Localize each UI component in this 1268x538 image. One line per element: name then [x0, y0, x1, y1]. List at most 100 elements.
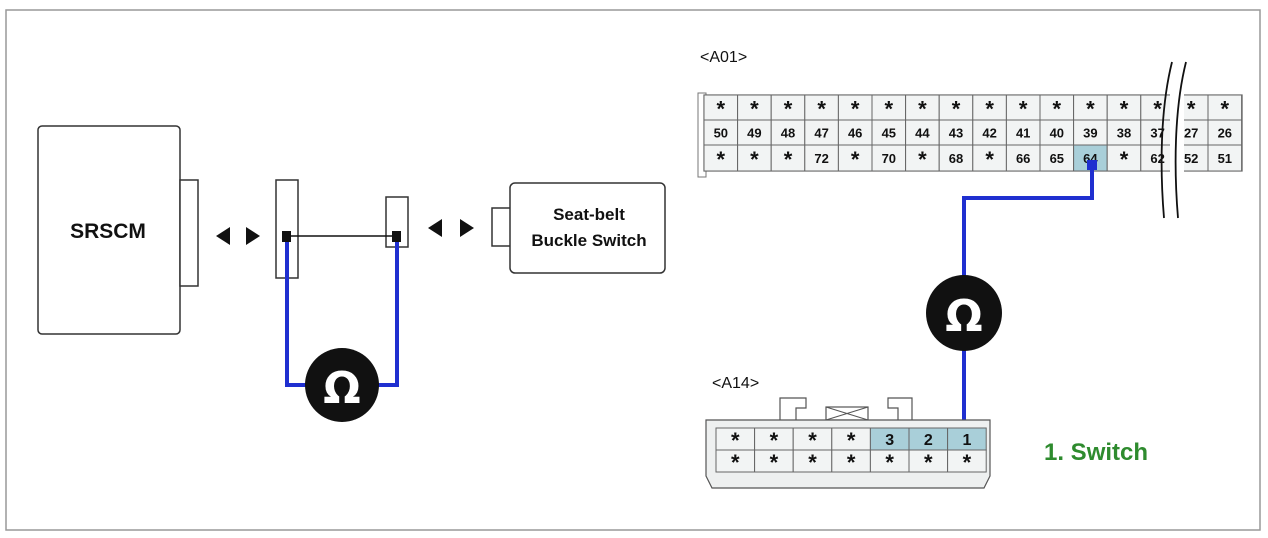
a01-pin-unused: * — [918, 97, 927, 122]
a01-pin-unused: * — [918, 147, 927, 172]
a01-cell — [1140, 144, 1175, 172]
a01-cell — [1140, 119, 1175, 146]
a01-pin-number: 48 — [781, 126, 795, 141]
a01-cell — [770, 94, 806, 121]
a01-cell — [972, 144, 1007, 172]
a01-pin-unused: * — [817, 97, 826, 122]
a01-cell — [1140, 94, 1175, 121]
a01-pin-unused: * — [1120, 147, 1129, 172]
a01-pin-number: 47 — [814, 126, 828, 141]
a01-pin-number: 44 — [915, 126, 930, 141]
a01-pin-number: 26 — [1218, 126, 1232, 141]
srscm-label: SRSCM — [70, 220, 146, 243]
a01-pin-number: 43 — [949, 126, 963, 141]
a01-pin-unused: * — [851, 147, 860, 172]
a01-pin-unused: * — [1019, 97, 1028, 122]
outer-frame — [5, 9, 1261, 531]
ohm-icon: Ω — [323, 363, 360, 414]
a01-pin-unused: * — [750, 147, 759, 172]
a01-pin-unused: * — [952, 97, 961, 122]
a01-pin-number: 41 — [1016, 126, 1030, 141]
probe-wire-left-b — [372, 242, 399, 387]
a01-pin-number: 49 — [747, 126, 761, 141]
a14-pin-unused: * — [847, 450, 856, 475]
a01-pin-unused: * — [1053, 97, 1062, 122]
a14-pin-unused: * — [847, 428, 856, 453]
a01-cell — [1106, 94, 1142, 121]
connector-a01-label: <A01> — [700, 49, 747, 66]
srscm-connector — [179, 179, 199, 287]
a01-cell — [938, 94, 974, 121]
a01-cell — [1207, 119, 1243, 146]
a01-pin-number: 62 — [1150, 151, 1164, 166]
a01-cell — [1106, 144, 1142, 172]
a01-pin-number: 42 — [982, 126, 996, 141]
a14-pin-unused: * — [770, 450, 779, 475]
a14-pin-number: 1 — [962, 432, 971, 449]
a14-pin-unused: * — [808, 450, 817, 475]
a01-pin-unused: * — [784, 97, 793, 122]
a01-cell — [770, 144, 806, 172]
pin-left — [282, 231, 291, 242]
seatbelt-label-line2: Buckle Switch — [531, 231, 646, 250]
a01-pin-number: 66 — [1016, 151, 1030, 166]
a01-cell — [1039, 94, 1075, 121]
a14-pin-number: 3 — [885, 432, 894, 449]
a01-pin-number: 46 — [848, 126, 862, 141]
srscm-module: SRSCM — [37, 125, 199, 335]
a01-pin-unused: * — [1120, 97, 1129, 122]
a01-cell — [1106, 119, 1142, 146]
a01-pin-unused: * — [717, 147, 726, 172]
ohmmeter-right — [926, 275, 1002, 351]
a01-cell — [1039, 144, 1075, 172]
a01-cell — [1039, 119, 1075, 146]
break-gap — [1170, 66, 1184, 216]
a01-pin-number: 72 — [814, 151, 828, 166]
a01-pin-unused: * — [1153, 97, 1162, 122]
a01-pin-number: 40 — [1050, 126, 1064, 141]
pin-right — [392, 231, 401, 242]
a01-pin-number: 50 — [714, 126, 728, 141]
a14-latch-right — [887, 397, 913, 420]
probe-tip-64 — [1087, 160, 1097, 170]
a01-pin-number: 27 — [1184, 126, 1198, 141]
a01-cell — [737, 94, 772, 121]
a01-pin-unused: * — [985, 147, 994, 172]
mating-arrows-left — [216, 227, 260, 245]
ohm-icon: Ω — [945, 291, 982, 342]
a14-pin-unused: * — [731, 450, 740, 475]
probe-wire-right-upper — [962, 166, 1094, 280]
a14-pin-unused: * — [885, 450, 894, 475]
a01-cell — [703, 144, 739, 172]
a01-pin-number: 70 — [882, 151, 896, 166]
a01-pin-unused: * — [784, 147, 793, 172]
a01-pin-number: 38 — [1117, 126, 1131, 141]
connector-a14-label: <A14> — [712, 375, 759, 392]
a14-pin-unused: * — [924, 450, 933, 475]
a01-pin-number: 39 — [1083, 126, 1097, 141]
a14-pin-unused: * — [731, 428, 740, 453]
a14-pin-unused: * — [808, 428, 817, 453]
a14-cell — [947, 449, 987, 473]
break-mark-1 — [1160, 61, 1173, 219]
a01-cell — [1207, 94, 1243, 121]
switch-label: 1. Switch — [1044, 439, 1148, 466]
a01-cell — [804, 119, 839, 146]
seatbelt-buckle-switch: Seat-belt Buckle Switch — [491, 182, 666, 274]
mating-arrows-right — [428, 219, 474, 237]
a01-pin-unused: * — [985, 97, 994, 122]
a01-pin-unused: * — [1187, 97, 1196, 122]
a01-cell — [938, 144, 974, 172]
a01-pin-number: 65 — [1050, 151, 1064, 166]
a01-pin-unused: * — [717, 97, 726, 122]
a01-pin-number: 51 — [1218, 151, 1232, 166]
a01-cell — [804, 144, 839, 172]
a01-pin-unused: * — [1086, 97, 1095, 122]
a14-pin-unused: * — [770, 428, 779, 453]
a01-pin-number: 68 — [949, 151, 963, 166]
a01-cell — [972, 119, 1007, 146]
a14-pin-number: 2 — [924, 432, 933, 449]
